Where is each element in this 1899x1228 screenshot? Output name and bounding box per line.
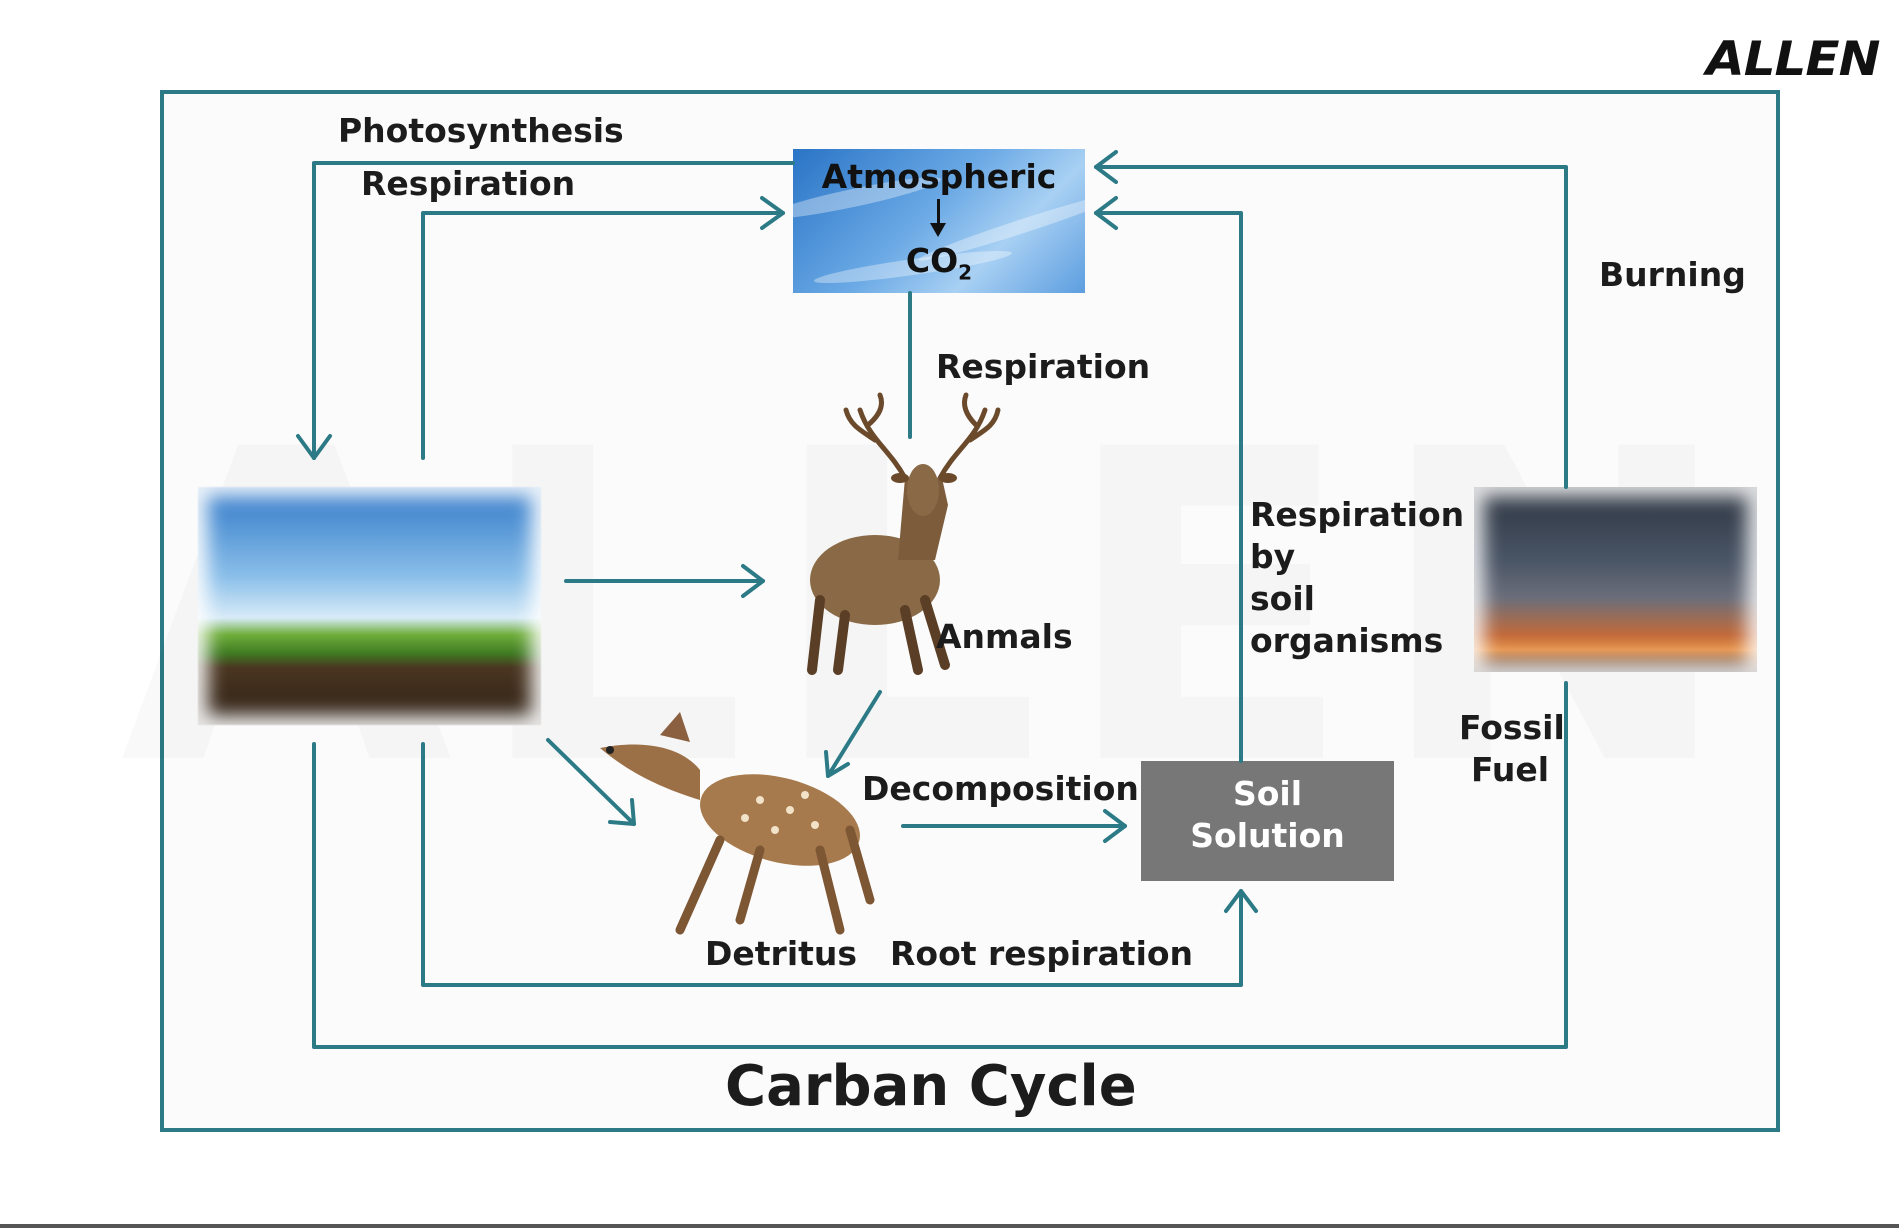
root-respiration-arrow	[421, 742, 1243, 987]
soil-respiration-label-3: soil	[1250, 579, 1315, 618]
decomposition-label: Decomposition	[862, 769, 1139, 808]
plant-respiration-label: Respiration	[361, 164, 576, 203]
factory-smoke-image	[1474, 487, 1757, 672]
brand-logo: ALLEN	[1706, 31, 1880, 87]
root-respiration-label: Root respiration	[890, 934, 1194, 973]
burning-label: Burning	[1599, 255, 1746, 294]
atmospheric-co2-box: Atmospheric CO2	[793, 149, 1085, 293]
fossil-fuel-loop	[312, 681, 1568, 1049]
solution-label: Solution	[1190, 816, 1345, 855]
atmospheric-label: Atmospheric	[821, 157, 1057, 196]
animals-label: Anmals	[936, 617, 1073, 656]
photosynthesis-label: Photosynthesis	[338, 111, 624, 150]
photosynthesis-arrow	[312, 161, 795, 460]
plant-respiration-arrow	[421, 211, 785, 460]
fuel-label: Fuel	[1471, 750, 1550, 789]
animal-to-detritus-arrow	[826, 690, 882, 778]
co2-label: CO2	[905, 241, 973, 285]
soil-respiration-label-2: by	[1250, 537, 1296, 576]
animal-respiration-label: Respiration	[936, 347, 1151, 386]
fossil-label: Fossil	[1459, 708, 1565, 747]
tree-landscape-image	[198, 487, 541, 725]
deer-icon	[807, 392, 1001, 675]
burning-arrow	[1094, 165, 1568, 489]
bottom-divider	[0, 1224, 1899, 1228]
soil-respiration-label-4: organisms	[1250, 621, 1444, 660]
fawn-icon	[600, 712, 875, 935]
soil-label: Soil	[1232, 774, 1303, 813]
soil-respiration-arrow	[1094, 211, 1243, 763]
soil-respiration-label-1: Respiration	[1250, 495, 1465, 534]
down-arrow-icon	[937, 199, 940, 227]
detritus-label: Detritus	[705, 934, 858, 973]
diagram-title: Carban Cycle	[725, 1054, 1137, 1119]
plant-to-detritus-arrow	[546, 738, 636, 826]
